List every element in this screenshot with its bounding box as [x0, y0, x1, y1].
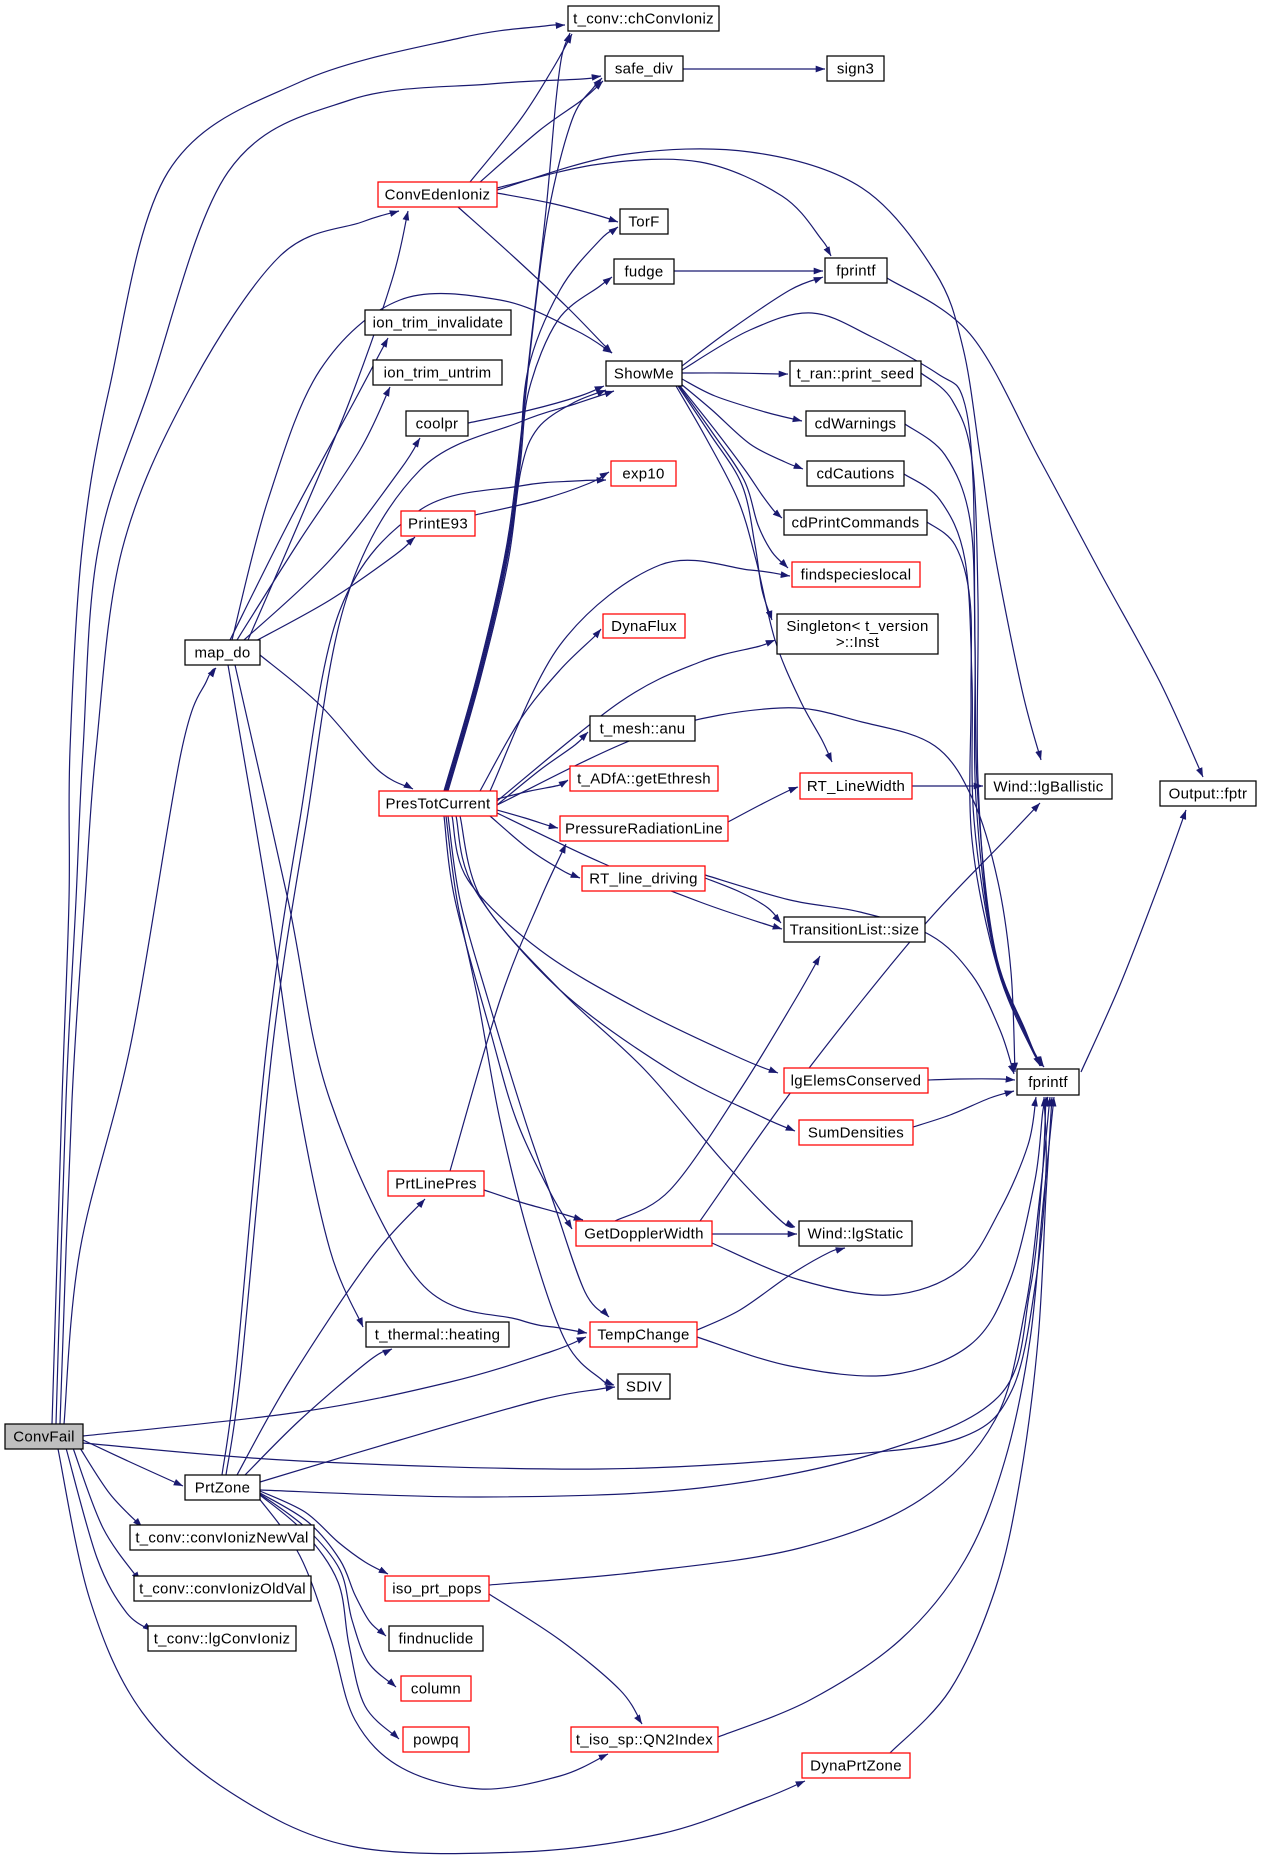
svg-text:SDIV: SDIV — [626, 1379, 662, 1396]
svg-text:RT_LineWidth: RT_LineWidth — [807, 778, 905, 795]
svg-text:ConvFail: ConvFail — [13, 1429, 75, 1446]
svg-text:iso_prt_pops: iso_prt_pops — [392, 1581, 482, 1598]
svg-text:t_conv::lgConvIoniz: t_conv::lgConvIoniz — [154, 1631, 291, 1648]
svg-text:t_ADfA::getEthresh: t_ADfA::getEthresh — [577, 771, 711, 788]
svg-text:t_iso_sp::QN2Index: t_iso_sp::QN2Index — [576, 1732, 713, 1749]
svg-text:fprintf: fprintf — [836, 263, 876, 280]
svg-text:Output::fptr: Output::fptr — [1169, 786, 1248, 803]
svg-text:DynaFlux: DynaFlux — [611, 618, 677, 635]
svg-text:>::Inst: >::Inst — [836, 634, 880, 651]
svg-text:Wind::lgStatic: Wind::lgStatic — [808, 1226, 904, 1243]
svg-text:sign3: sign3 — [837, 61, 874, 78]
svg-text:column: column — [411, 1681, 461, 1698]
svg-text:lgElemsConserved: lgElemsConserved — [791, 1073, 922, 1090]
svg-text:PrintE93: PrintE93 — [408, 516, 468, 533]
svg-text:PresTotCurrent: PresTotCurrent — [385, 796, 491, 813]
svg-text:t_mesh::anu: t_mesh::anu — [600, 721, 686, 738]
svg-text:safe_div: safe_div — [615, 61, 673, 78]
svg-text:findnuclide: findnuclide — [398, 1631, 473, 1648]
svg-text:powpq: powpq — [413, 1732, 459, 1749]
svg-text:PrtLinePres: PrtLinePres — [395, 1176, 477, 1193]
svg-text:fprintf: fprintf — [1028, 1074, 1068, 1091]
svg-text:TorF: TorF — [628, 214, 659, 231]
svg-text:GetDopplerWidth: GetDopplerWidth — [584, 1226, 704, 1243]
svg-text:cdWarnings: cdWarnings — [815, 416, 897, 433]
svg-text:t_conv::convIonizNewVal: t_conv::convIonizNewVal — [135, 1530, 308, 1547]
svg-text:t_conv::chConvIoniz: t_conv::chConvIoniz — [573, 11, 714, 28]
svg-text:RT_line_driving: RT_line_driving — [589, 871, 697, 888]
svg-text:ConvEdenIoniz: ConvEdenIoniz — [385, 187, 491, 204]
svg-text:Singleton< t_version: Singleton< t_version — [786, 618, 928, 635]
svg-text:coolpr: coolpr — [416, 416, 459, 433]
svg-text:fudge: fudge — [624, 264, 663, 281]
svg-text:Wind::lgBallistic: Wind::lgBallistic — [993, 779, 1103, 796]
svg-text:ion_trim_invalidate: ion_trim_invalidate — [373, 315, 504, 332]
svg-text:cdPrintCommands: cdPrintCommands — [792, 515, 920, 532]
svg-text:findspecieslocal: findspecieslocal — [801, 567, 912, 584]
svg-text:cdCautions: cdCautions — [816, 466, 894, 483]
svg-text:ion_trim_untrim: ion_trim_untrim — [384, 365, 492, 382]
svg-text:DynaPrtZone: DynaPrtZone — [810, 1758, 902, 1775]
svg-text:SumDensities: SumDensities — [808, 1125, 904, 1142]
svg-text:PrtZone: PrtZone — [195, 1480, 250, 1497]
svg-text:PressureRadiationLine: PressureRadiationLine — [565, 821, 723, 838]
svg-text:TransitionList::size: TransitionList::size — [790, 922, 920, 939]
svg-text:ShowMe: ShowMe — [614, 366, 674, 383]
svg-text:t_conv::convIonizOldVal: t_conv::convIonizOldVal — [139, 1581, 306, 1598]
svg-text:t_ran::print_seed: t_ran::print_seed — [797, 366, 915, 383]
svg-text:exp10: exp10 — [622, 466, 664, 483]
svg-text:TempChange: TempChange — [597, 1327, 689, 1344]
svg-text:map_do: map_do — [194, 645, 250, 662]
svg-text:t_thermal::heating: t_thermal::heating — [375, 1327, 500, 1344]
